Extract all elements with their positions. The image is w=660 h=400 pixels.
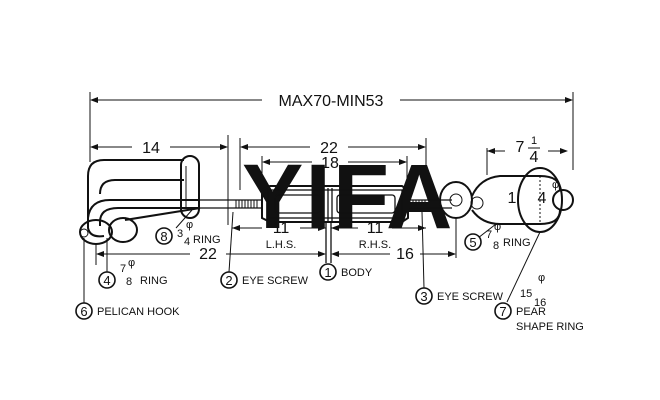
body-length-dimension: 22 bbox=[239, 138, 427, 192]
callout-3-name: EYE SCREW bbox=[437, 291, 504, 303]
callout-7-symbol: φ bbox=[538, 272, 545, 284]
lower-left-label: 22 bbox=[199, 246, 217, 263]
lower-right-dimension: 16 bbox=[331, 218, 457, 263]
pelican-hook bbox=[79, 155, 201, 245]
overall-dim-label: MAX70-MIN53 bbox=[279, 93, 384, 110]
callout-8-name: RING bbox=[193, 234, 221, 246]
callout-4-name: RING bbox=[140, 275, 168, 287]
callout-4-symbol: φ bbox=[128, 257, 135, 269]
callout-5-symbol: φ bbox=[494, 221, 501, 233]
body-inner-label: 18 bbox=[321, 155, 339, 172]
callout-pear-shape-ring: 7 15 φ 16 PEAR SHAPE RING bbox=[494, 272, 584, 333]
callout-4-frac-num: 7 bbox=[120, 263, 126, 275]
lhs-dimension: 11 L.H.S. bbox=[232, 220, 326, 251]
callout-6-num: 6 bbox=[80, 304, 87, 319]
callout-2-name: EYE SCREW bbox=[242, 275, 309, 287]
callout-2-num: 2 bbox=[225, 273, 232, 288]
callout-3-num: 3 bbox=[420, 289, 427, 304]
callout-8-frac-num: 3 bbox=[177, 228, 183, 240]
hook-length-label: 14 bbox=[142, 140, 160, 157]
callout-8-frac-den: 4 bbox=[184, 236, 190, 248]
pear-inner-label: 4 bbox=[538, 190, 547, 207]
pear-width-whole: 7 bbox=[516, 139, 525, 156]
callout-7-frac-num: 15 bbox=[520, 288, 532, 300]
body-length-label: 22 bbox=[320, 140, 338, 157]
lower-left-dimension: 22 bbox=[95, 244, 326, 265]
rhs-length: 11 bbox=[367, 220, 384, 237]
callout-4-frac-den: 8 bbox=[126, 276, 132, 288]
rhs-label: R.H.S. bbox=[359, 239, 391, 251]
pear-inner-symbol: φ bbox=[552, 179, 559, 191]
pear-width-den: 4 bbox=[530, 149, 539, 166]
callout-5-num: 5 bbox=[469, 235, 476, 250]
callout-5-frac-den: 8 bbox=[493, 240, 499, 252]
overall-dimension: MAX70-MIN53 bbox=[89, 92, 574, 170]
callout-5-name: RING bbox=[503, 237, 531, 249]
callout-6-name: PELICAN HOOK bbox=[97, 306, 180, 318]
callout-eye-screw-3: 3 EYE SCREW bbox=[415, 287, 504, 305]
leader-lines bbox=[83, 209, 541, 303]
lhs-length: 11 bbox=[273, 220, 290, 237]
pear-shape-ring bbox=[439, 167, 574, 233]
callout-eye-screw-2: 2 EYE SCREW bbox=[220, 271, 309, 289]
callout-8-symbol: φ bbox=[186, 219, 193, 231]
callout-ring-4: 4 7 φ 8 RING bbox=[98, 257, 168, 289]
watermark: YIFA bbox=[242, 146, 454, 248]
callout-7-name2: SHAPE RING bbox=[516, 321, 584, 333]
callout-1-name: BODY bbox=[341, 267, 373, 279]
pear-width-num: 1 bbox=[531, 135, 537, 147]
lower-right-label: 16 bbox=[396, 246, 414, 263]
lhs-label: L.H.S. bbox=[266, 239, 297, 251]
callout-7-num: 7 bbox=[499, 304, 506, 319]
callout-ring-8: 8 3 φ 4 RING bbox=[155, 219, 221, 248]
callout-5-frac-num: 7 bbox=[486, 229, 492, 241]
callout-8-num: 8 bbox=[160, 229, 167, 244]
hook-length-dimension: 14 bbox=[90, 135, 229, 225]
callout-4-num: 4 bbox=[103, 273, 110, 288]
callout-7-frac-den: 16 bbox=[534, 297, 546, 309]
callout-1-num: 1 bbox=[324, 265, 331, 280]
callout-7-name: PEAR bbox=[516, 306, 546, 318]
body-inner-dimension: 18 bbox=[261, 155, 408, 182]
callout-body: 1 BODY bbox=[319, 263, 373, 281]
turnbuckle-body bbox=[200, 185, 452, 263]
pear-width-dimension: 7 1 4 bbox=[486, 135, 568, 175]
rhs-dimension: 11 R.H.S. bbox=[331, 220, 426, 251]
callout-ring-5: 5 7 φ 8 RING bbox=[464, 221, 531, 252]
eye-inner-label: 1 bbox=[508, 190, 517, 207]
callout-pelican-hook: 6 PELICAN HOOK bbox=[75, 302, 180, 320]
